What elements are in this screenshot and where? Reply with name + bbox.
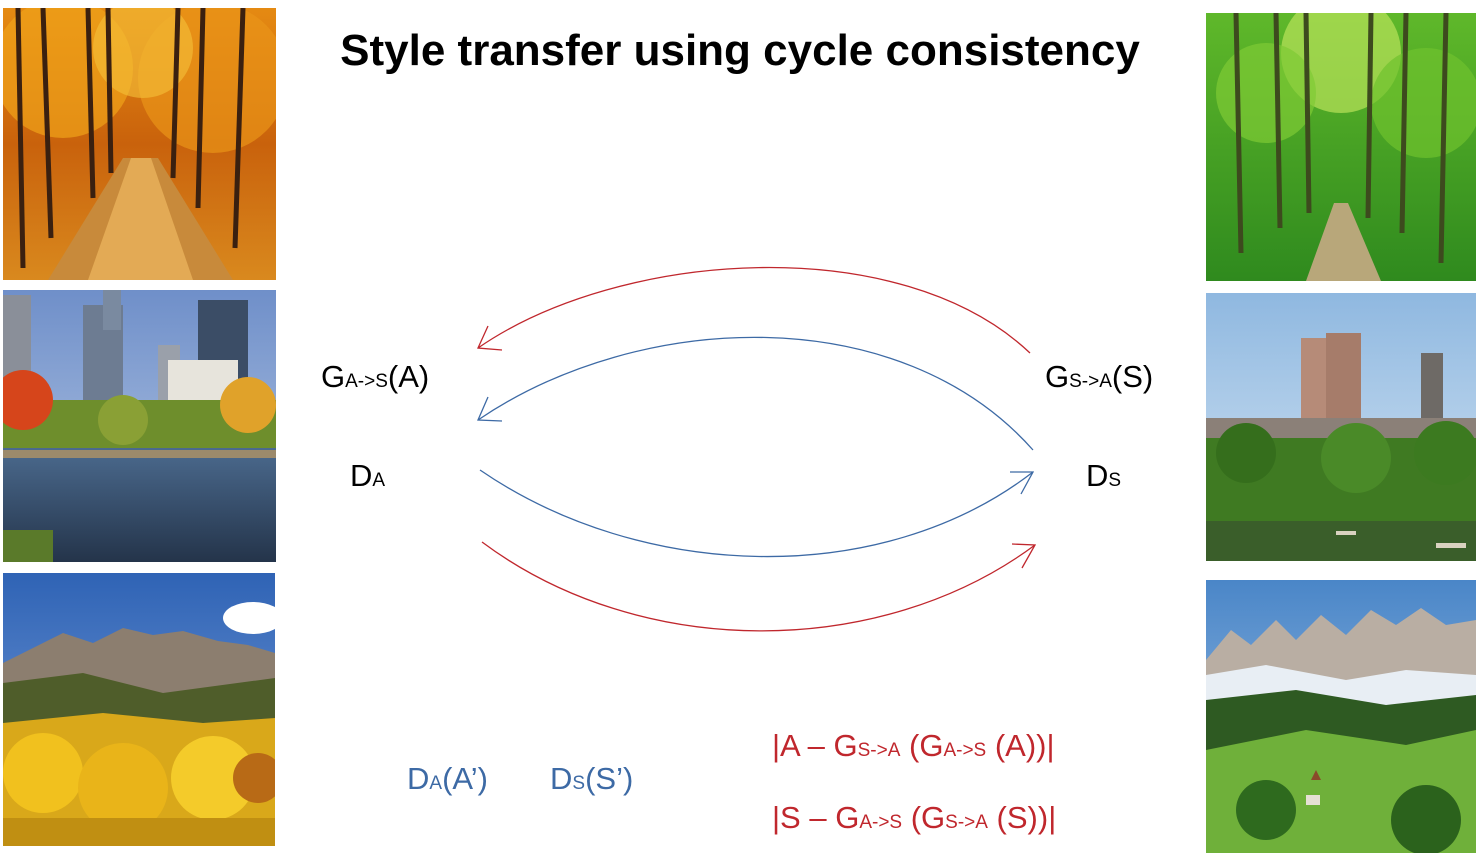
photo-autumn-forest-path <box>3 8 276 280</box>
loss-sub: S->A <box>857 740 901 761</box>
label-tail: (A) <box>387 359 430 394</box>
loss-cycle-a: |A – GS->A (GA->S (A))| <box>772 730 1055 761</box>
label-discriminator-a: DA <box>350 460 385 491</box>
loss-part: |A – G <box>772 728 858 763</box>
photo-mountains-green-valley <box>1206 580 1476 853</box>
photo-city-park-pond-autumn <box>3 290 276 562</box>
arrow-red-top <box>477 266 1031 354</box>
loss-part: |S – G <box>772 800 860 835</box>
loss-sub: A <box>429 773 443 794</box>
loss-cycle-s: |S – GA->S (GS->A (S))| <box>772 802 1056 833</box>
arrow-blue-top <box>477 336 1034 451</box>
photo-green-forest-path <box>1206 13 1476 281</box>
loss-tail: (S’) <box>585 761 634 796</box>
loss-part: (G <box>900 728 944 763</box>
loss-part: (S))| <box>987 800 1057 835</box>
arrowhead-red-bottom <box>1011 543 1037 569</box>
label-discriminator-s: DS <box>1086 460 1121 491</box>
label-main: D <box>350 458 373 493</box>
label-main: G <box>321 359 346 394</box>
label-sub: S <box>1108 470 1122 491</box>
page-title: Style transfer using cycle consistency <box>340 26 1140 75</box>
label-generator-a-to-s: GA->S(A) <box>321 361 429 392</box>
arrowhead-blue-top <box>477 396 503 422</box>
loss-sub: S->A <box>945 812 988 833</box>
photo-city-park-lake-summer <box>1206 293 1476 561</box>
loss-sub: S <box>572 773 586 794</box>
photo-mountains-yellow-aspens <box>3 573 275 846</box>
loss-tail: (A’) <box>442 761 488 796</box>
label-tail: (S) <box>1111 359 1154 394</box>
loss-main: D <box>550 761 573 796</box>
arrowhead-blue-bottom <box>1010 471 1035 495</box>
arrow-blue-bottom <box>479 469 1034 558</box>
loss-part: (A))| <box>986 728 1055 763</box>
arrowhead-red-top <box>477 325 503 351</box>
label-generator-s-to-a: GS->A(S) <box>1045 361 1153 392</box>
loss-adversarial-s: DS(S’) <box>550 763 633 794</box>
label-sub: S->A <box>1069 371 1112 392</box>
loss-main: D <box>407 761 430 796</box>
loss-sub: A->S <box>859 812 903 833</box>
loss-sub: A->S <box>943 740 987 761</box>
label-sub: A <box>372 470 386 491</box>
loss-adversarial-a: DA(A’) <box>407 763 488 794</box>
label-main: D <box>1086 458 1109 493</box>
label-sub: A->S <box>345 371 388 392</box>
loss-part: (G <box>902 800 946 835</box>
arrow-red-bottom <box>481 541 1036 632</box>
label-main: G <box>1045 359 1070 394</box>
